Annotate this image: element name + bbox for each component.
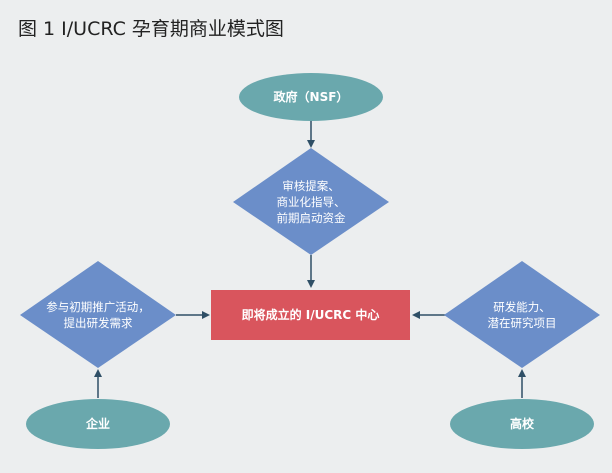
review-label-line: 前期启动资金	[276, 211, 346, 225]
enterprise-action-label-line: 参与初期推广活动，	[46, 300, 150, 314]
government-ellipse	[239, 73, 383, 121]
figure-title: 图 1 I/UCRC 孕育期商业模式图	[18, 18, 284, 40]
university-ellipse	[450, 399, 594, 449]
enterprise-action-label: 参与初期推广活动， 提出研发需求	[18, 299, 178, 331]
government-label: 政府（NSF）	[273, 90, 349, 104]
center-box	[211, 290, 410, 340]
review-label: 审核提案、 商业化指导、 前期启动资金	[241, 178, 381, 226]
center-label: 即将成立的 I/UCRC 中心	[241, 308, 380, 322]
enterprise-action-label-line: 提出研发需求	[63, 316, 133, 330]
enterprise-label: 企业	[85, 417, 110, 431]
university-action-label-line: 潜在研究项目	[487, 316, 557, 330]
enterprise-ellipse	[26, 399, 170, 449]
university-action-label-line: 研发能力、	[493, 300, 551, 314]
university-action-diamond	[444, 261, 600, 368]
review-label-line: 商业化指导、	[276, 195, 346, 209]
university-action-label: 研发能力、 潜在研究项目	[452, 299, 592, 331]
review-diamond	[233, 148, 389, 255]
enterprise-action-diamond	[20, 261, 176, 368]
university-label: 高校	[509, 417, 534, 431]
review-label-line: 审核提案、	[282, 179, 340, 193]
